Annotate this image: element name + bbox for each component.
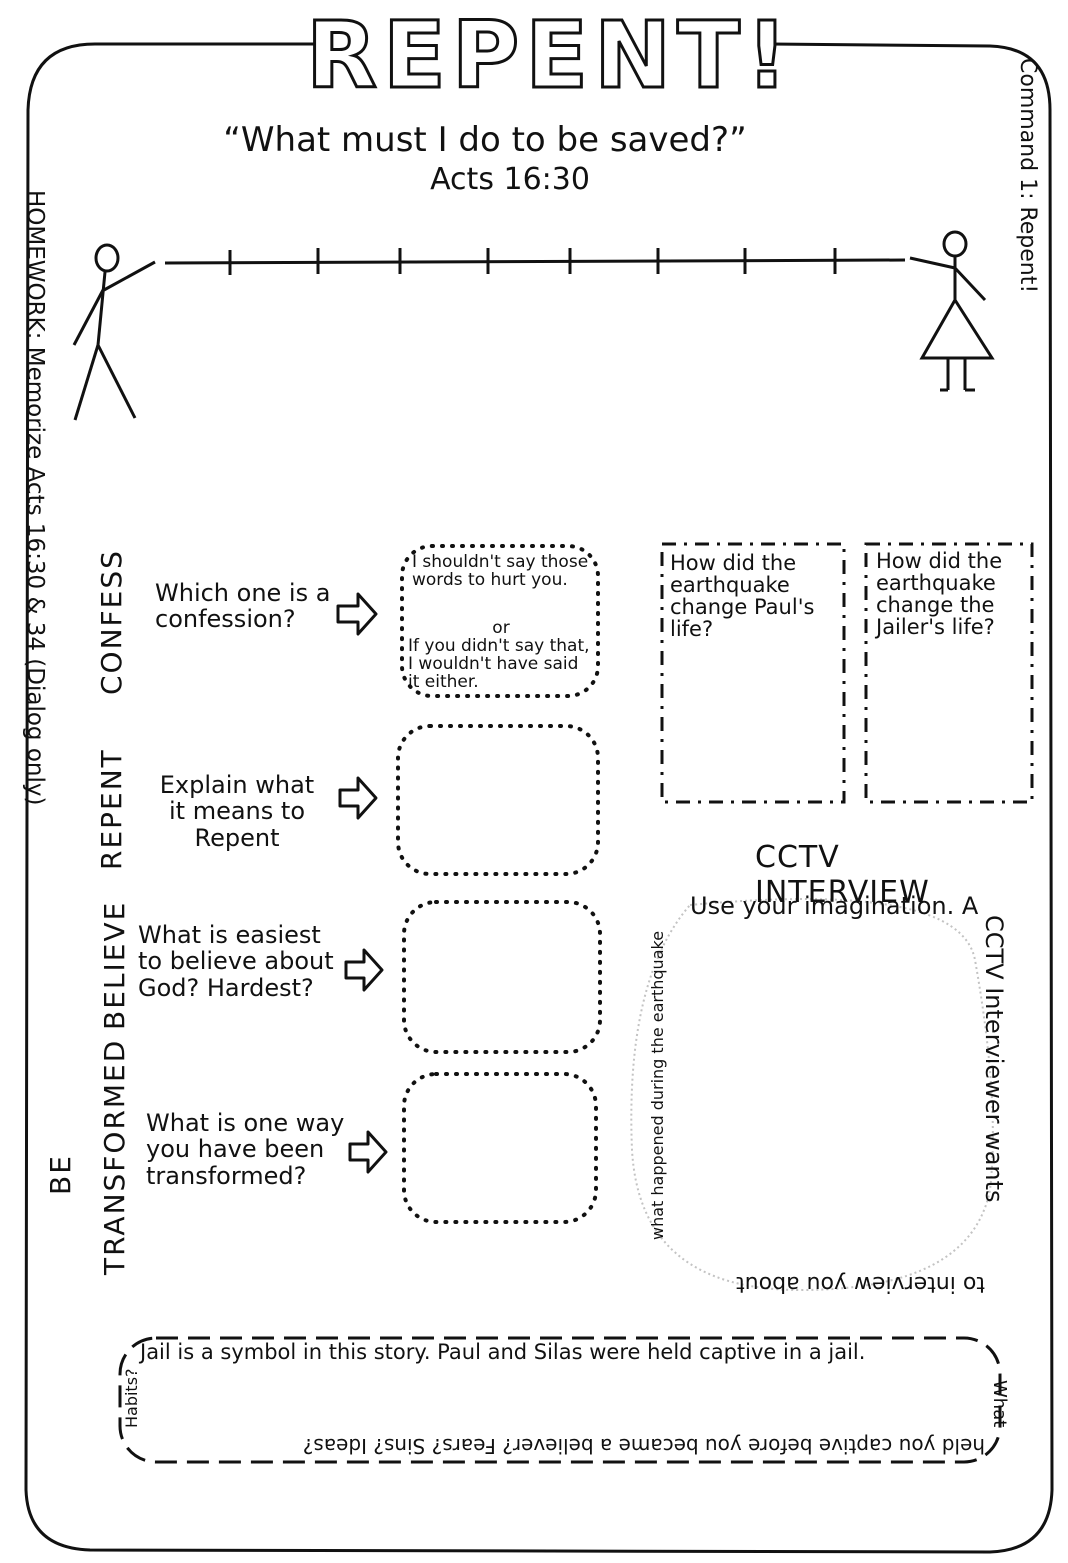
jailer-question-box — [864, 542, 1034, 804]
jail-text-left: Habits? — [122, 1368, 141, 1428]
stick-woman-icon — [909, 230, 995, 392]
prompt-repent: Explain what it means to Repent — [159, 771, 315, 852]
jail-box — [118, 1336, 1002, 1464]
paul-question-box — [660, 542, 846, 804]
confess-answer-box — [400, 544, 600, 698]
corner-label: Command 1: Repent! — [1015, 58, 1040, 294]
cctv-text-right: CCTV Interviewer wants — [980, 915, 1008, 1203]
arrow-icons — [336, 592, 388, 1174]
jail-text-right: What — [989, 1380, 1010, 1428]
transformed-answer-box — [402, 1072, 598, 1224]
timeline — [164, 258, 906, 265]
cctv-text-left: what happened during the earthquake — [648, 930, 667, 1240]
believe-answer-box — [402, 900, 602, 1054]
confess-option-1: I shouldn't say those words to hurt you. — [412, 552, 589, 590]
cctv-text-top: Use your imagination. A — [690, 892, 979, 920]
page-border — [24, 42, 1054, 1554]
jail-text-top: Jail is a symbol in this story. Paul and… — [140, 1340, 866, 1364]
homework-note: HOMEWORK: Memorize Acts 16:30 & 34 (Dial… — [22, 190, 48, 806]
cctv-interview-outline — [630, 898, 994, 1292]
prompt-believe: What is easiest to believe about God? Ha… — [138, 921, 334, 1002]
prompt-confess: Which one is a confession? — [155, 579, 331, 634]
prompt-transformed: What is one way you have been transforme… — [146, 1109, 345, 1190]
scripture-reference: Acts 16:30 — [430, 162, 590, 197]
repent-answer-box — [396, 724, 600, 876]
confess-option-2: If you didn't say that, I wouldn't have … — [408, 636, 590, 692]
scripture-quote: “What must I do to be saved?” — [223, 120, 747, 160]
question-paul: How did the earthquake change Paul's lif… — [670, 551, 815, 642]
confess-or: or — [492, 618, 510, 638]
section-label-be: BE — [44, 1154, 77, 1195]
section-label-repent: REPENT — [95, 748, 128, 870]
question-jailer: How did the earthquake change the Jailer… — [876, 549, 1003, 640]
stick-man-icon — [72, 243, 156, 421]
section-label-transformed: TRANSFORMED — [98, 1038, 131, 1275]
jail-text-bottom: held you captive before you became a bel… — [302, 1434, 985, 1458]
section-label-confess: CONFESS — [95, 549, 128, 695]
cctv-text-bottom: to interview you about — [736, 1271, 985, 1296]
section-label-believe: BELIEVE — [98, 900, 131, 1030]
cctv-heading: CCTV INTERVIEW — [755, 840, 930, 910]
page-title: REPENT! — [305, 0, 794, 110]
